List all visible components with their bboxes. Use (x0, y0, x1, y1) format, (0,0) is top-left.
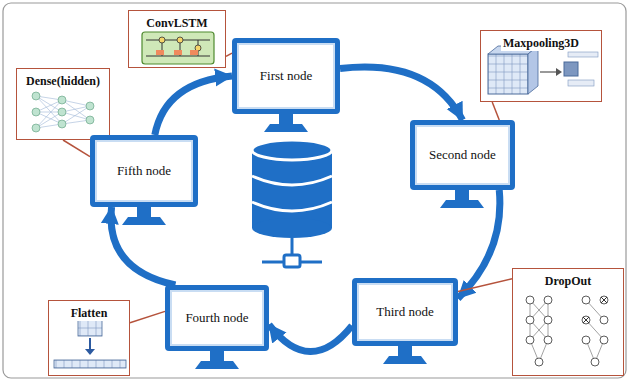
node-label: Fifth node (117, 163, 171, 179)
computer-node: Fourth node (165, 285, 269, 351)
layer-title: Flatten (69, 306, 110, 321)
database-icon (252, 140, 332, 267)
dropout-figure (526, 296, 608, 366)
lstm-cell-figure (142, 32, 214, 64)
computer-node: Fifth node (90, 135, 198, 207)
flow-arrow (458, 190, 500, 298)
node-label: Fourth node (185, 310, 248, 326)
node-label: Third node (376, 304, 433, 320)
leader-line (492, 102, 499, 120)
flow-arrow (340, 67, 463, 120)
leader-line (458, 279, 512, 292)
layer-title: ConvLSTM (144, 16, 209, 31)
layer-callout: Maxpooling3D (480, 30, 602, 102)
node-label: First node (260, 68, 312, 84)
leader-line (130, 311, 165, 322)
layer-callout: DropOut (512, 268, 624, 376)
computer-node: Second node (410, 120, 515, 190)
layer-title: Dense(hidden) (24, 74, 102, 89)
computer-node: First node (232, 38, 340, 114)
computer-node: Third node (352, 278, 458, 346)
dense-network-figure (32, 92, 94, 132)
frame (3, 3, 626, 378)
layer-callout: Flatten (48, 300, 130, 376)
leader-line (63, 140, 90, 157)
flow-arrow (111, 207, 175, 285)
flow-arrow (269, 325, 352, 352)
flow-arrow (155, 76, 232, 135)
maxpool-figure (488, 46, 598, 94)
layer-title: Maxpooling3D (501, 36, 581, 51)
layer-callout: Dense(hidden) (16, 68, 110, 140)
flatten-figure (54, 318, 126, 368)
layer-callout: ConvLSTM (128, 10, 226, 68)
layer-title: DropOut (543, 274, 593, 289)
node-label: Second node (429, 147, 496, 163)
